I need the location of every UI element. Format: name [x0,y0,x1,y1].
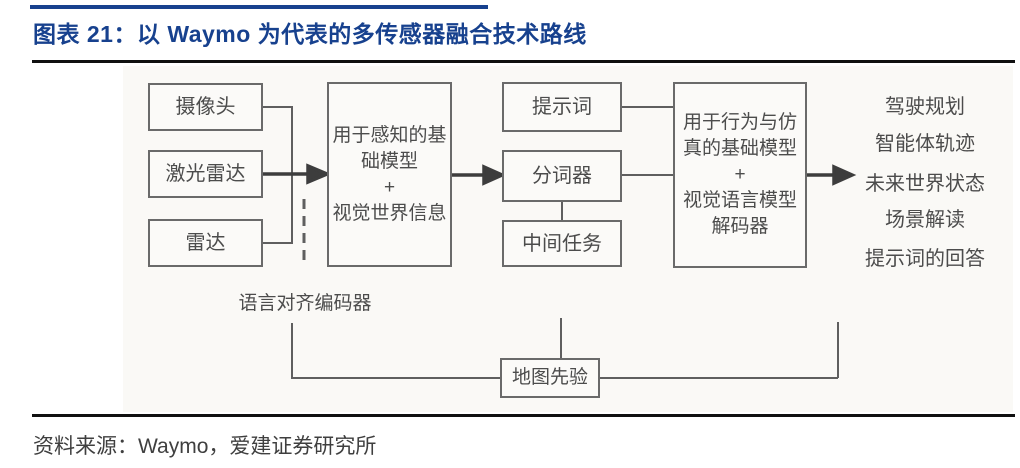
footer-divider-rule [32,414,1015,417]
node-camera: 摄像头 [148,83,263,131]
output-future-world-state: 未来世界状态 [865,173,985,195]
node-map-prior: 地图先验 [500,358,600,398]
header-accent-rule [30,5,488,9]
output-agent-trajectory: 智能体轨迹 [875,133,975,155]
label-language-alignment-encoder: 语言对齐编码器 [238,293,372,314]
figure-title: 图表 21：以 Waymo 为代表的多传感器融合技术路线 [33,21,587,47]
source-attribution: 资料来源：Waymo，爱建证券研究所 [33,435,377,458]
output-driving-planning: 驾驶规划 [885,96,965,118]
node-lidar: 激光雷达 [148,150,263,198]
output-scene-interpretation: 场景解读 [885,209,965,231]
node-behavior-foundation-model: 用于行为与仿 真的基础模型 + 视觉语言模型 解码器 [673,82,807,268]
node-radar: 雷达 [148,219,263,267]
node-tokenizer: 分词器 [502,150,622,202]
node-prompt: 提示词 [502,82,622,132]
node-perception-foundation-model: 用于感知的基 础模型 + 视觉世界信息 [327,82,452,267]
node-intermediate-task: 中间任务 [502,220,622,267]
output-prompt-answer: 提示词的回答 [865,248,985,270]
title-divider-rule [32,60,1015,63]
